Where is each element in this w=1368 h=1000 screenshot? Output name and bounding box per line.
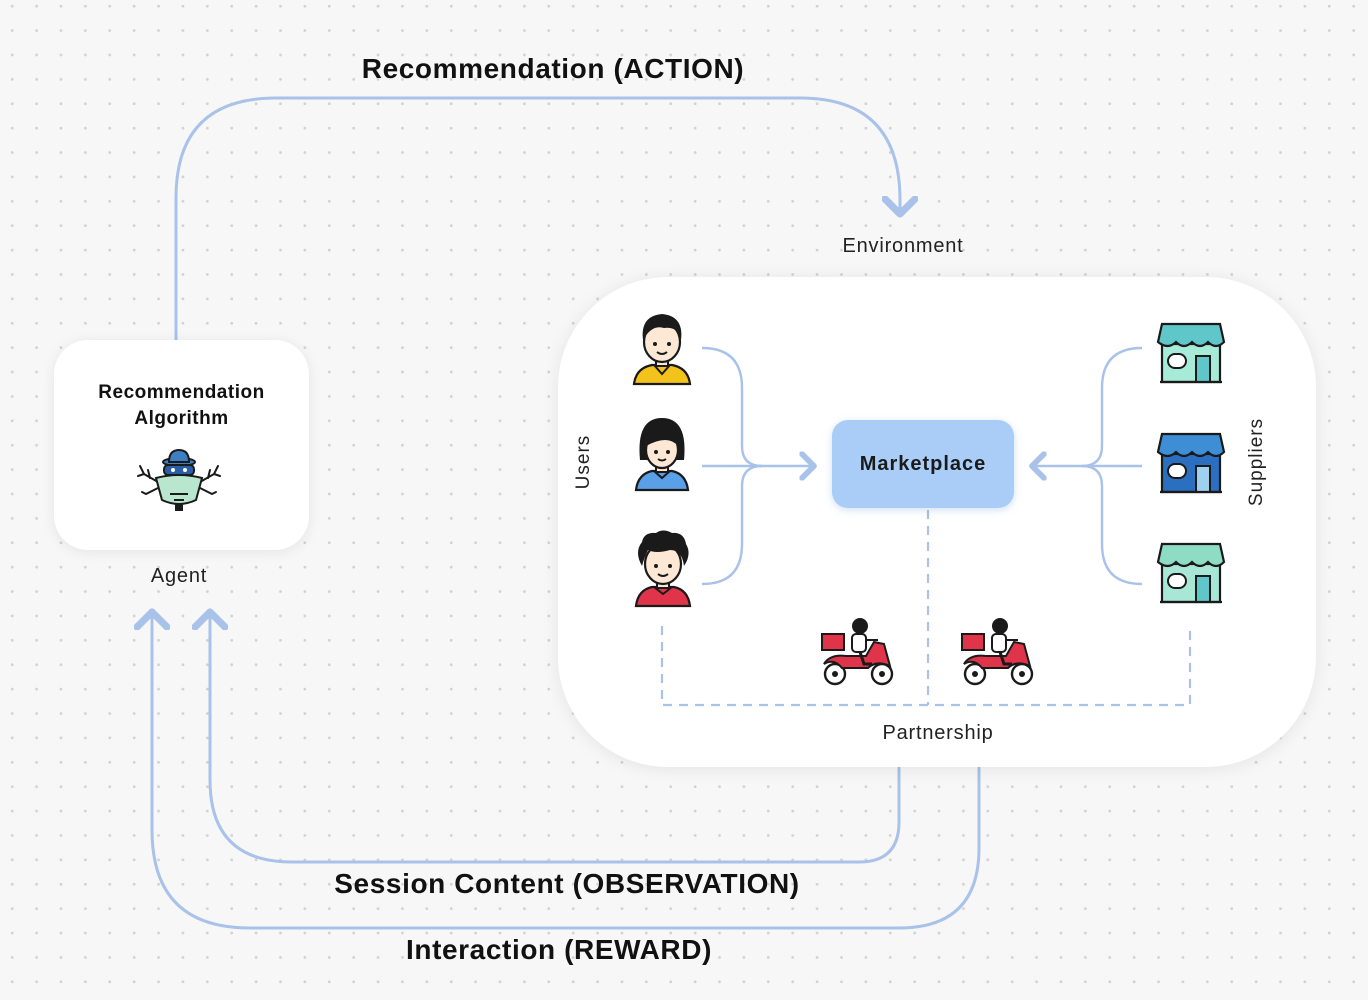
suppliers-label: Suppliers <box>1246 417 1267 507</box>
agent-card: Recommendation Algorithm <box>54 340 309 550</box>
users-label: Users <box>573 434 594 490</box>
agent-title-line2: Algorithm <box>134 408 229 429</box>
delivery-scooter-icon-1 <box>821 618 894 686</box>
agent-label: Agent <box>150 565 208 587</box>
reward-label: Interaction (REWARD) <box>406 934 712 965</box>
store-icon-1 <box>1156 322 1226 384</box>
action-arrow <box>174 96 900 342</box>
observation-label: Session Content (OBSERVATION) <box>334 868 800 899</box>
reward-arrow <box>152 612 981 930</box>
agent-title: Recommendation Algorithm <box>54 380 309 432</box>
woman-user-icon <box>634 418 690 492</box>
curly-hair-user-icon <box>634 530 692 608</box>
observation-arrow <box>210 612 901 864</box>
man-user-icon <box>632 314 692 386</box>
agent-title-line1: Recommendation <box>98 382 265 403</box>
environment-label: Environment <box>842 235 964 257</box>
delivery-scooter-icon-2 <box>961 618 1034 686</box>
store-icon-3 <box>1156 542 1226 604</box>
robot-spy-icon <box>137 448 221 511</box>
store-icon-2 <box>1156 432 1226 494</box>
marketplace-node: Marketplace <box>832 420 1014 508</box>
action-label: Recommendation (ACTION) <box>361 53 745 84</box>
partnership-label: Partnership <box>882 722 994 744</box>
